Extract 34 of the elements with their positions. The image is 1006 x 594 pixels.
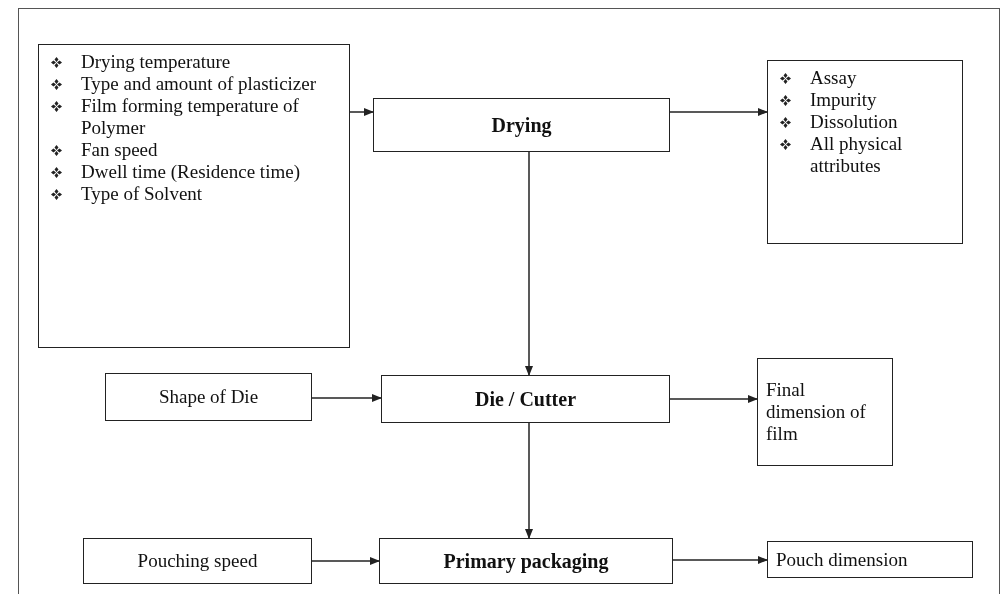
arrow [311, 557, 380, 565]
box-label: Final dimension of film [766, 379, 867, 445]
arrow [672, 556, 768, 564]
box-label: Pouching speed [137, 550, 258, 572]
list-item-text: Impurity [810, 89, 877, 111]
arrow [311, 394, 382, 402]
arrow [525, 422, 533, 539]
arrow [669, 108, 768, 116]
arrow [669, 395, 758, 403]
step-label: Drying [491, 114, 552, 136]
bullet-list-box [38, 44, 350, 348]
process-box [757, 358, 893, 466]
list-item-text: Assay [810, 67, 857, 89]
list-item-text: Fan speed [81, 139, 158, 161]
bullet-list-box [767, 60, 963, 244]
process-box [381, 375, 670, 423]
step-label: Die / Cutter [474, 388, 577, 410]
box-label: Pouch dimension [776, 548, 908, 571]
process-box [83, 538, 312, 584]
list-item-text: Type of Solvent [81, 183, 203, 205]
process-box [767, 541, 973, 578]
arrow [349, 108, 374, 116]
process-box [105, 373, 312, 421]
box-label: Shape of Die [158, 386, 259, 408]
list-item-text: Type and amount of plasticizer [81, 73, 317, 95]
list-item-text: Dwell time (Residence time) [81, 161, 300, 183]
list-item-text: All physical attributes [810, 133, 904, 177]
list-item-text: Drying temperature [81, 51, 231, 73]
arrow [525, 151, 533, 376]
process-box [373, 98, 670, 152]
process-box [379, 538, 673, 584]
list-item-text: Film forming temperature of Polymer [81, 95, 300, 139]
step-label: Primary packaging [443, 550, 609, 572]
list-item-text: Dissolution [810, 111, 898, 133]
